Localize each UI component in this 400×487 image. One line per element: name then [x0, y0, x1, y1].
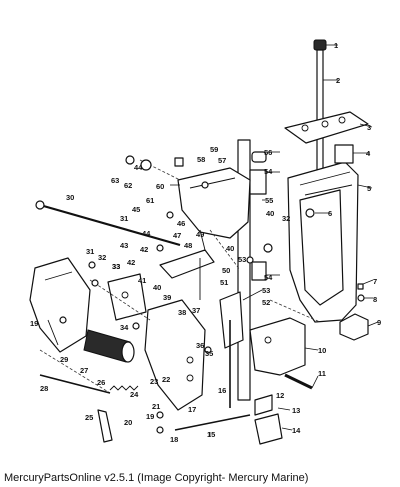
callout-6: 6: [328, 209, 332, 218]
callout-11: 11: [318, 369, 326, 378]
callout-1: 1: [334, 41, 338, 50]
callout-40-c: 40: [226, 244, 234, 253]
callout-45: 45: [132, 205, 140, 214]
callout-31-b: 31: [86, 247, 94, 256]
callout-57: 57: [218, 156, 226, 165]
callout-41: 41: [138, 276, 146, 285]
block-9: [339, 313, 379, 341]
callout-31: 31: [120, 214, 128, 223]
parts-diagram: 1 2 3 4 5 6 7 8 9 10 11 12 13 14 15 16 1…: [29, 39, 381, 445]
callout-labels: 1 2 3 4 5 6 7 8 9 10 11 12 13 14 15 16 1…: [30, 41, 381, 444]
copyright-footer: MercuryPartsOnline v2.5.1 (Image Copyrig…: [4, 472, 309, 484]
bolt-11: [284, 373, 319, 390]
lower-yoke: [249, 317, 319, 376]
callout-43: 43: [120, 241, 128, 250]
clamp-bracket-left: [29, 257, 91, 353]
callout-32-b: 32: [98, 253, 106, 262]
callout-35: 35: [205, 349, 213, 358]
callout-60: 60: [156, 182, 164, 191]
callout-23: 23: [150, 377, 158, 386]
callout-29: 29: [60, 355, 68, 364]
callout-26: 26: [97, 378, 105, 387]
callout-33-b: 33: [112, 262, 120, 271]
callout-19: 19: [146, 412, 154, 421]
callout-17: 17: [188, 405, 196, 414]
fastener-7-8: [357, 279, 374, 302]
small-parts: [59, 155, 273, 434]
callout-63: 63: [111, 176, 119, 185]
clamp-bracket-right: [144, 299, 206, 411]
bolt-28: [39, 349, 111, 394]
tilt-tube-27: [83, 329, 135, 363]
callout-46: 46: [177, 219, 185, 228]
callout-58: 58: [197, 155, 205, 164]
callout-3: 3: [367, 123, 371, 132]
callout-15: 15: [207, 430, 215, 439]
driveshaft-housing: [287, 144, 373, 323]
callout-47: 47: [173, 231, 181, 240]
callout-13: 13: [292, 406, 300, 415]
callout-56: 56: [264, 148, 272, 157]
callout-2: 2: [336, 76, 340, 85]
callout-12: 12: [276, 391, 284, 400]
callout-51: 51: [220, 278, 228, 287]
tilt-shaft: [174, 320, 251, 436]
callout-62: 62: [124, 181, 132, 190]
swivel-bracket: [170, 167, 251, 251]
callout-32: 32: [282, 214, 290, 223]
callout-7: 7: [373, 277, 377, 286]
bushing-53: [219, 289, 263, 349]
callout-54-b: 54: [264, 273, 273, 282]
callout-8: 8: [373, 295, 377, 304]
callout-36: 36: [196, 341, 204, 350]
tilt-adjuster: [107, 273, 147, 321]
bolt-30: [35, 200, 181, 247]
callout-55: 55: [265, 196, 273, 205]
callout-34: 34: [120, 323, 129, 332]
callout-16: 16: [218, 386, 226, 395]
callout-37: 37: [192, 306, 200, 315]
callout-44: 44: [134, 163, 143, 172]
callout-10: 10: [318, 346, 326, 355]
callout-53: 53: [262, 286, 270, 295]
callout-61: 61: [146, 196, 154, 205]
callout-53-b: 53: [238, 255, 246, 264]
callout-19-b: 19: [30, 319, 38, 328]
callout-49: 49: [196, 230, 204, 239]
callout-21: 21: [152, 402, 160, 411]
callout-52: 52: [262, 298, 270, 307]
callout-33: 33: [112, 262, 120, 271]
callout-28: 28: [40, 384, 48, 393]
callout-9: 9: [377, 318, 381, 327]
callout-44-b: 44: [142, 229, 151, 238]
callout-50: 50: [222, 266, 230, 275]
callout-39: 39: [163, 293, 171, 302]
callout-4: 4: [366, 149, 371, 158]
bolt-6: [305, 208, 330, 218]
callout-24: 24: [130, 390, 139, 399]
callout-40-b: 40: [266, 209, 274, 218]
mounting-plate: [284, 111, 373, 144]
callout-22: 22: [162, 375, 170, 384]
callout-30: 30: [66, 193, 74, 202]
callout-54: 54: [264, 167, 273, 176]
callout-42: 42: [140, 245, 148, 254]
callout-42-b: 42: [127, 258, 135, 267]
callout-20: 20: [124, 418, 132, 427]
callout-38: 38: [178, 308, 186, 317]
callout-40: 40: [153, 283, 161, 292]
lever-51: [159, 249, 215, 300]
callout-27: 27: [80, 366, 88, 375]
callout-48: 48: [184, 241, 192, 250]
spring-26: [109, 385, 139, 391]
clip-assembly: [254, 394, 293, 445]
callout-25: 25: [85, 413, 93, 422]
callout-59: 59: [210, 145, 218, 154]
handle-20: [97, 409, 113, 443]
callout-14: 14: [292, 426, 301, 435]
callout-5: 5: [367, 184, 371, 193]
callout-18: 18: [170, 435, 178, 444]
